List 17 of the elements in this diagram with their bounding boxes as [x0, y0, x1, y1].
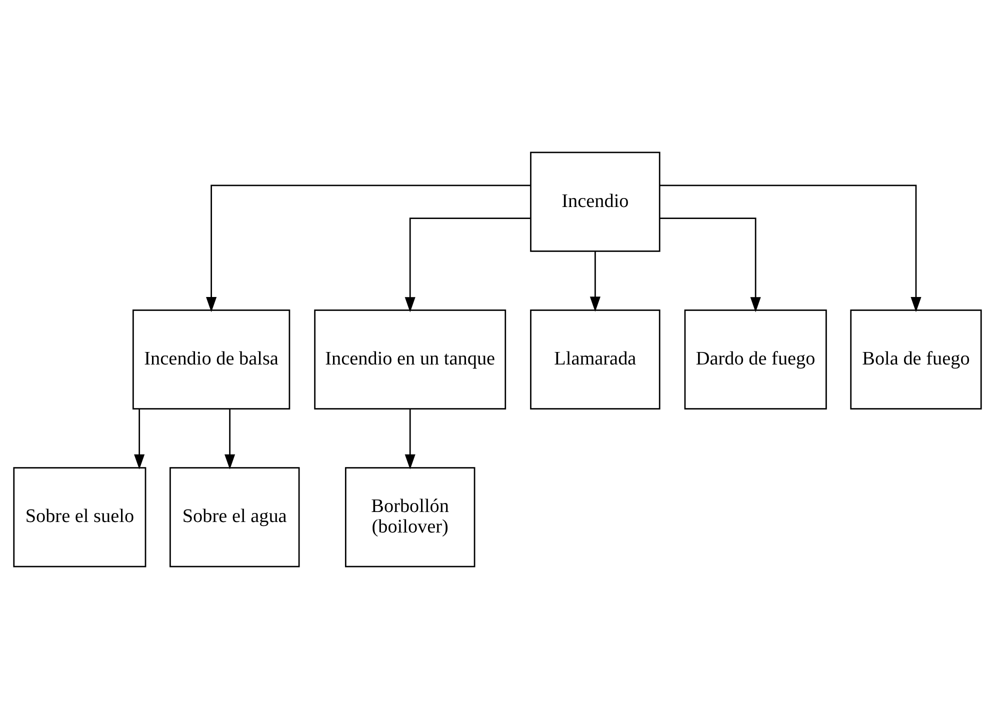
arrow: [134, 408, 145, 469]
node-box: Llamarada: [530, 308, 660, 410]
arrow: [404, 408, 416, 469]
node-box: Incendio de balsa: [132, 308, 290, 410]
node-box: Sobre el suelo: [13, 466, 146, 567]
arrow: [660, 184, 922, 312]
node-box: Sobre el agua: [170, 466, 300, 567]
node-box: Bola de fuego: [850, 308, 982, 410]
arrow: [224, 408, 236, 469]
node-box: Incendio: [530, 151, 660, 252]
arrow: [660, 217, 761, 312]
node-box: Dardo de fuego: [684, 308, 827, 410]
arrow: [206, 184, 530, 312]
arrow: [590, 250, 600, 312]
node-box: Borbollón (boilover): [344, 466, 476, 567]
node-box: Incendio en un tanque: [314, 308, 506, 410]
arrow: [404, 217, 530, 312]
